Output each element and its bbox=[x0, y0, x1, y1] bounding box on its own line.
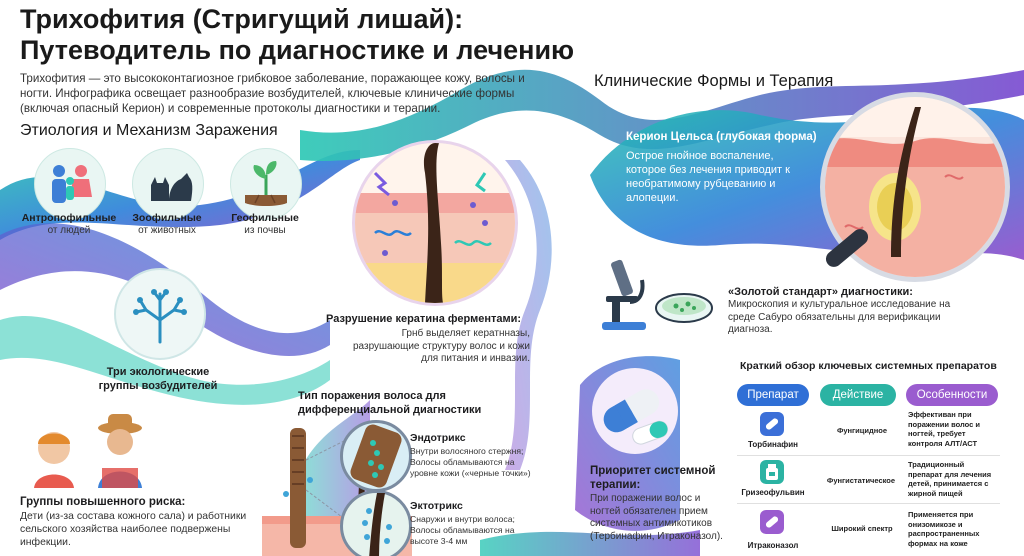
kerion-text: Острое гнойное воспаление, которое без л… bbox=[626, 150, 790, 204]
title-line-2: Путеводитель по диагностике и лечению bbox=[20, 35, 575, 65]
diagnostics-text: Микроскопия и культуральное исследование… bbox=[728, 299, 951, 335]
drug-name-1: Гризеофульвин bbox=[741, 488, 805, 497]
group-sub-anthropophilic: от людей bbox=[47, 225, 91, 236]
header-notes: Особенности bbox=[906, 384, 998, 406]
risk-text: Дети (из-за состава кожного сала) и рабо… bbox=[20, 511, 247, 548]
keratin-title: Разрушение кератина ферментами: bbox=[326, 313, 522, 325]
drug-name-0: Торбинафин bbox=[747, 440, 799, 449]
pill-icon bbox=[760, 412, 784, 436]
therapy-text: При поражении волос и ногтей обязателен … bbox=[590, 493, 723, 542]
capsule-icon bbox=[760, 510, 784, 534]
row-divider bbox=[737, 455, 1000, 456]
drug-name-2: Итраконазол bbox=[747, 541, 799, 550]
sprout-soil-icon bbox=[230, 148, 302, 220]
header-drug: Препарат bbox=[737, 384, 809, 406]
drug-note-1: Традиционный препарат для лечения детей,… bbox=[908, 460, 992, 498]
drug-action-1: Фунгистатическое bbox=[826, 476, 896, 485]
row-divider bbox=[737, 503, 1000, 504]
group-sub-zoophilic: от животных bbox=[138, 225, 196, 236]
group-name-zoophilic: Зоофильные bbox=[132, 212, 202, 224]
diagnostics-title: «Золотой стандарт» диагностики: bbox=[728, 286, 913, 298]
drug-action-2: Широкий спектр bbox=[831, 524, 893, 533]
drugs-table-title: Краткий обзор ключевых системных препара… bbox=[740, 360, 997, 372]
endothrix-title: Эндотрикс bbox=[410, 432, 466, 444]
endothrix-magnifier-icon bbox=[340, 420, 412, 492]
risk-people-illustration bbox=[16, 408, 156, 488]
header-action: Действие bbox=[820, 384, 896, 406]
clinical-title: Клинические Формы и Терапия bbox=[594, 72, 834, 90]
title-line-1: Трихофития (Стригущий лишай): bbox=[20, 4, 464, 34]
etiology-title: Этиология и Механизм Заражения bbox=[20, 122, 278, 139]
people-icon bbox=[34, 148, 106, 220]
bottle-icon bbox=[760, 460, 784, 484]
endothrix-text: Внутри волосяного стержня; Волосы обламы… bbox=[410, 446, 531, 478]
ectothrix-magnifier-icon bbox=[340, 490, 412, 556]
group-sub-geophilic: из почвы bbox=[244, 225, 286, 236]
ectothrix-text: Снаружи и внутри волоса; Волосы обламыва… bbox=[410, 514, 515, 546]
capsule-pills-icon bbox=[592, 368, 678, 454]
group-name-anthropophilic: Антропофильные bbox=[21, 212, 117, 224]
group-name-geophilic: Геофильные bbox=[231, 212, 299, 224]
drug-action-0: Фунгицидное bbox=[836, 426, 888, 435]
microscope-petri-icon bbox=[596, 252, 716, 332]
page-title: Трихофития (Стригущий лишай): Путеводите… bbox=[20, 4, 620, 66]
skin-keratin-illustration bbox=[352, 140, 518, 306]
drug-note-0: Эффективан при поражении волос и ногтей,… bbox=[908, 410, 981, 448]
kerion-title: Керион Цельса (глубокая форма) bbox=[626, 131, 817, 143]
fungus-caption: Три экологические группы возбудителей bbox=[98, 366, 218, 392]
drug-note-2: Применяется при онизомикозе и распростра… bbox=[908, 510, 980, 548]
keratin-text: Грнб выделяет кератнназы, разрушающие ст… bbox=[352, 328, 530, 364]
ectothrix-title: Эктотрикс bbox=[410, 500, 463, 512]
risk-title: Группы повышенного риска: bbox=[20, 496, 186, 508]
intro-text: Трихофития — это высококонтагиозное гриб… bbox=[20, 72, 525, 115]
cat-dog-icon bbox=[132, 148, 204, 220]
fungus-mycelium-icon bbox=[114, 268, 206, 360]
therapy-title: Приоритет системной терапии: bbox=[590, 465, 716, 491]
hair-damage-title: Тип поражения волоса для дифференциально… bbox=[298, 390, 482, 416]
